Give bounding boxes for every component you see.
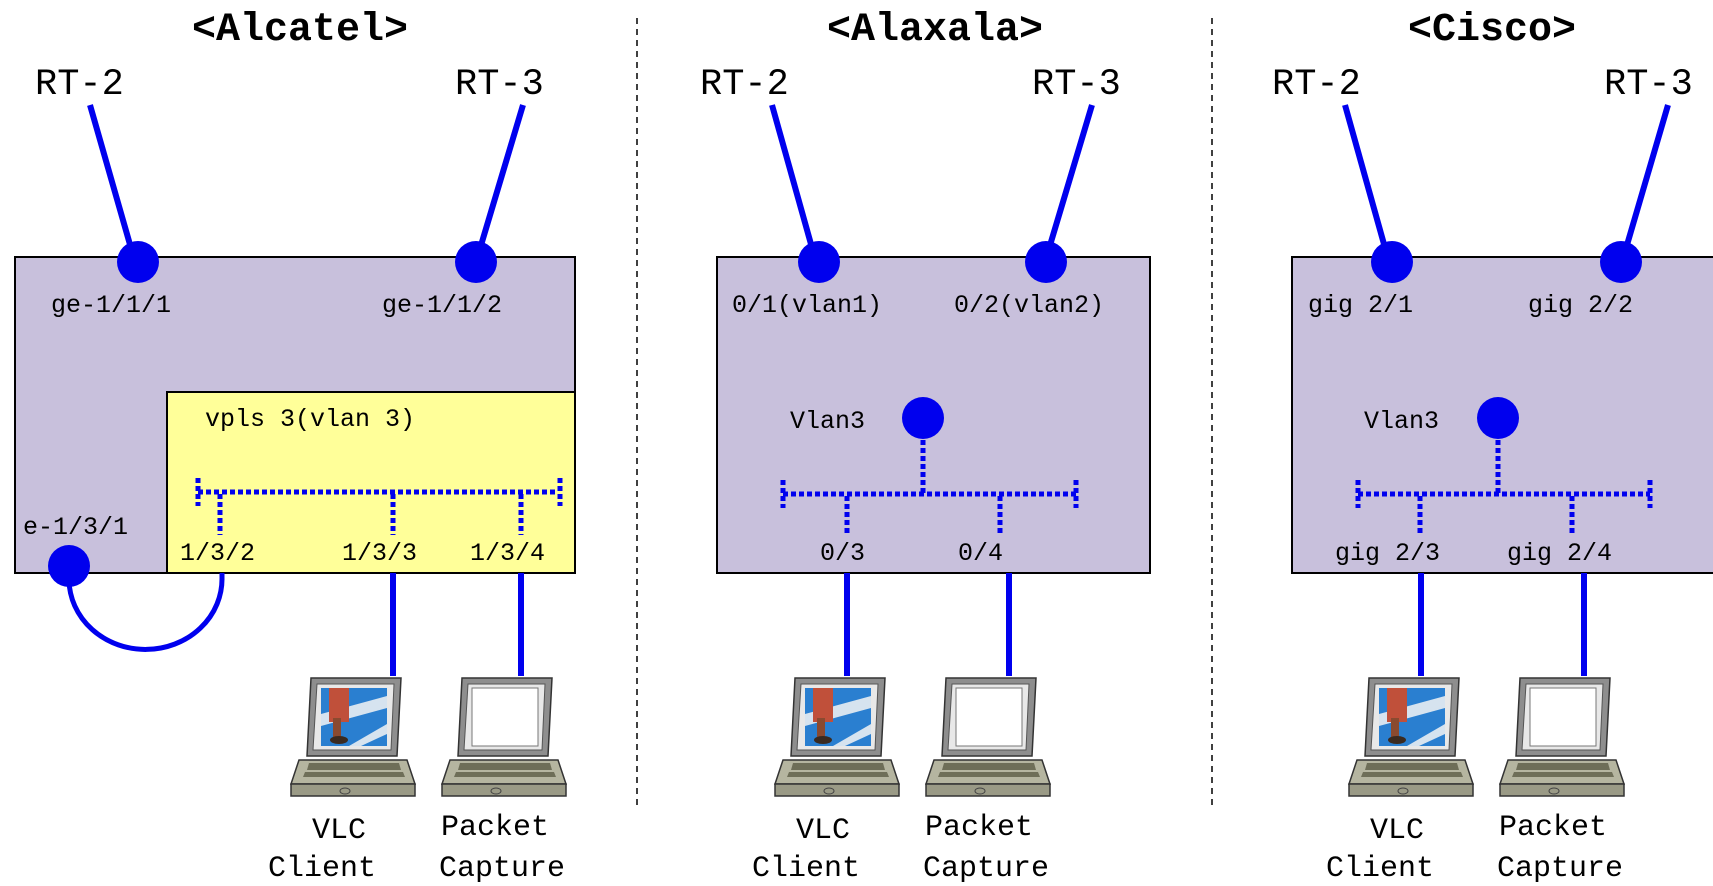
panel-title: <Alaxala> bbox=[827, 8, 1043, 53]
panel-alcatel: <Alcatel> RT-2 RT-3 ge-1/1/1 ge-1/1/2 vp… bbox=[14, 8, 576, 886]
port-label: 0/1(vlan1) bbox=[732, 291, 882, 320]
port-label: gig 2/1 bbox=[1308, 291, 1413, 320]
port-label: 0/3 bbox=[820, 539, 865, 568]
port-label: gig 2/4 bbox=[1507, 539, 1612, 568]
port-label: 0/4 bbox=[958, 539, 1003, 568]
port-icon bbox=[117, 241, 159, 283]
laptop-icon bbox=[1499, 677, 1625, 797]
port-label: e-1/3/1 bbox=[23, 513, 128, 542]
vpls-label: vpls 3(vlan 3) bbox=[205, 405, 415, 434]
uplink-line bbox=[1042, 104, 1095, 263]
router-label: RT-3 bbox=[1604, 64, 1693, 106]
host-label: Packet bbox=[441, 811, 549, 845]
laptop-icon bbox=[925, 677, 1051, 797]
vpls-box bbox=[166, 391, 576, 574]
panel-alaxala: <Alaxala> RT-2 RT-3 0/1(vlan1) 0/2(vlan2… bbox=[700, 8, 1151, 886]
port-icon bbox=[1371, 241, 1413, 283]
port-label: 1/3/2 bbox=[180, 539, 255, 568]
host-label: Client bbox=[752, 852, 860, 886]
port-label: 1/3/4 bbox=[470, 539, 545, 568]
port-icon bbox=[798, 241, 840, 283]
uplink-line bbox=[87, 104, 138, 263]
port-label: 1/3/3 bbox=[342, 539, 417, 568]
host-label: Capture bbox=[923, 852, 1049, 886]
port-icon bbox=[1600, 241, 1642, 283]
host-label: Packet bbox=[1499, 811, 1607, 845]
panel-title: <Alcatel> bbox=[192, 8, 408, 53]
laptop-icon bbox=[774, 677, 900, 797]
port-icon bbox=[48, 545, 90, 587]
host-label: Capture bbox=[1497, 852, 1623, 886]
host-label: VLC bbox=[312, 814, 366, 848]
router-label: RT-2 bbox=[700, 64, 789, 106]
host-label: VLC bbox=[1370, 814, 1424, 848]
router-label: RT-3 bbox=[1032, 64, 1121, 106]
port-label: ge-1/1/1 bbox=[51, 291, 171, 320]
port-label: ge-1/1/2 bbox=[382, 291, 502, 320]
uplink-line bbox=[1619, 104, 1671, 263]
loopback-cable bbox=[66, 577, 225, 652]
router-label: RT-3 bbox=[455, 64, 544, 106]
port-icon bbox=[1025, 241, 1067, 283]
port-icon bbox=[455, 241, 497, 283]
uplink-line bbox=[473, 104, 526, 263]
port-icon bbox=[1477, 397, 1519, 439]
port-label: 0/2(vlan2) bbox=[954, 291, 1104, 320]
router-label: RT-2 bbox=[1272, 64, 1361, 106]
port-icon bbox=[902, 397, 944, 439]
host-label: Client bbox=[268, 852, 376, 886]
laptop-icon bbox=[290, 677, 416, 797]
uplink-line bbox=[769, 104, 819, 263]
laptop-icon bbox=[1348, 677, 1474, 797]
panel-cisco: <Cisco> RT-2 RT-3 gig 2/1 gig 2/2 Vlan3 … bbox=[1272, 8, 1713, 886]
port-label: gig 2/3 bbox=[1335, 539, 1440, 568]
host-label: Client bbox=[1326, 852, 1434, 886]
laptop-icon bbox=[441, 677, 567, 797]
uplink-line bbox=[1342, 104, 1392, 263]
vlan-label: Vlan3 bbox=[1364, 407, 1439, 436]
port-label: gig 2/2 bbox=[1528, 291, 1633, 320]
panel-title: <Cisco> bbox=[1408, 8, 1576, 53]
vlan-label: Vlan3 bbox=[790, 407, 865, 436]
host-label: VLC bbox=[796, 814, 850, 848]
host-label: Packet bbox=[925, 811, 1033, 845]
router-label: RT-2 bbox=[35, 64, 124, 106]
host-label: Capture bbox=[439, 852, 565, 886]
